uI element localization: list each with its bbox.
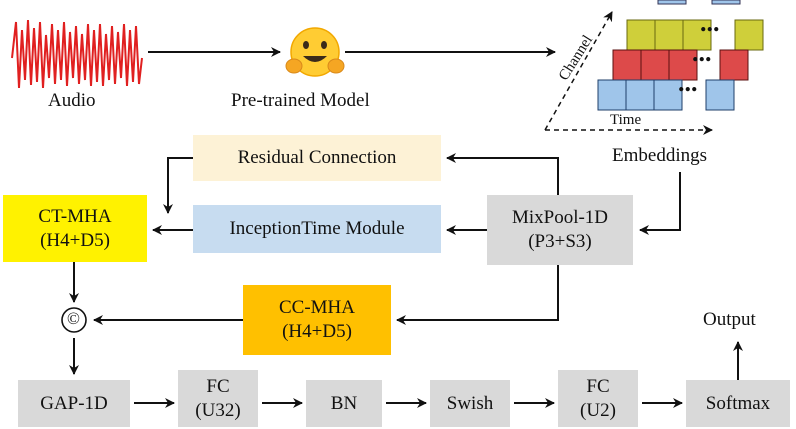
softmax-box: Softmax: [686, 380, 790, 427]
audio-label: Audio: [48, 90, 96, 111]
fc2-params: (U2): [580, 399, 616, 421]
arrow-residual-to-ctmha: [163, 157, 193, 214]
fc-u2-box: FC (U2): [558, 370, 638, 427]
embeddings-axes: [544, 11, 713, 135]
concat-circle: [61, 307, 87, 333]
fc2-title: FC: [586, 375, 610, 397]
mixpool-box: MixPool-1D (P3+S3): [487, 195, 633, 265]
mixpool-params: (P3+S3): [528, 231, 592, 252]
pretrained-model-label: Pre-trained Model: [231, 90, 370, 111]
residual-connection-box: Residual Connection: [193, 135, 441, 181]
fc1-title: FC: [206, 375, 230, 397]
arrow-mixpool-to-ccmha: [396, 265, 559, 325]
output-label: Output: [703, 309, 756, 330]
mixpool-title: MixPool-1D: [511, 207, 609, 229]
time-axis-label: Time: [610, 112, 642, 128]
bn-box: BN: [306, 380, 382, 427]
embedding-row-blue: [597, 79, 735, 111]
ct-mha-params: (H4+D5): [40, 229, 110, 251]
embedding-ellipsis-blue: ...: [678, 68, 698, 97]
arrow-embeddings-to-mixpool: [639, 172, 681, 235]
inceptiontime-module-box: InceptionTime Module: [193, 205, 441, 253]
swish-box: Swish: [430, 380, 510, 427]
embedding-ellipsis-red: ...: [692, 38, 712, 67]
waveform-icon: [11, 19, 143, 89]
gap-1d-box: GAP-1D: [18, 380, 130, 427]
cc-mha-title: CC-MHA: [278, 297, 355, 319]
cc-mha-params: (H4+D5): [282, 321, 352, 342]
concat-symbol: ©: [67, 309, 80, 328]
ct-mha-box: CT-MHA (H4+D5): [3, 195, 147, 262]
arrow-mixpool-to-residual: [446, 153, 559, 195]
fc-u32-box: FC (U32): [178, 370, 258, 427]
fc1-params: (U32): [195, 399, 241, 421]
embedding-ellipsis-yellow: ...: [700, 8, 720, 37]
cc-mha-box: CC-MHA (H4+D5): [243, 285, 391, 355]
embedding-row-red: [612, 49, 749, 81]
embeddings-label: Embeddings: [612, 145, 707, 166]
ct-mha-title: CT-MHA: [38, 205, 112, 227]
hugging-face-icon: [285, 27, 345, 77]
